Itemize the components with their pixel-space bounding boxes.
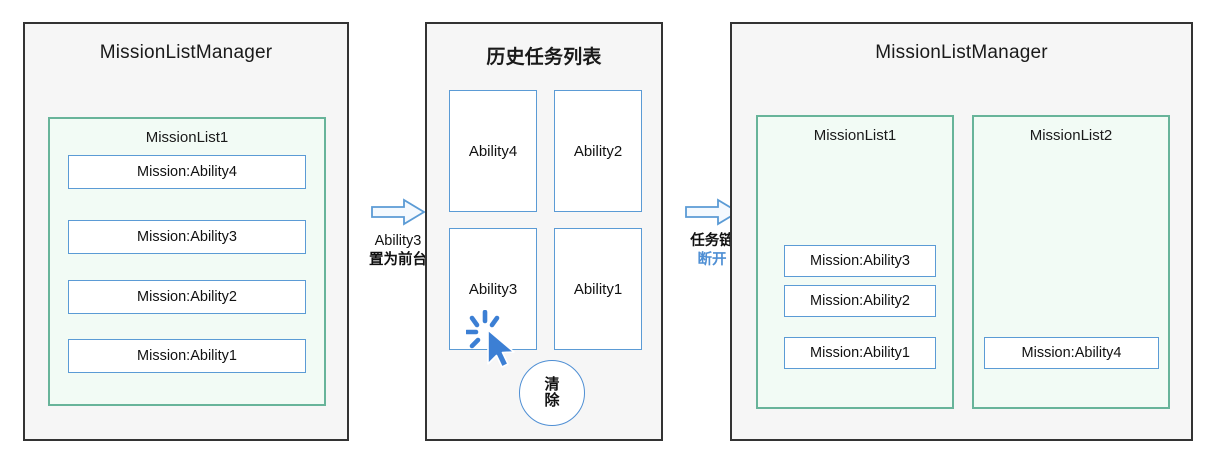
transition-step-1-label: Ability3 置为前台 (350, 232, 446, 270)
transition-step-2: 任务链 断开 (664, 198, 760, 270)
transition-step-1: Ability3 置为前台 (350, 198, 446, 270)
transition-step-1-line2: 置为前台 (369, 252, 427, 269)
panel-right-title: MissionListManager (875, 42, 1048, 63)
right-arrow-icon (371, 198, 426, 226)
mission-item[interactable]: Mission:Ability1 (784, 337, 936, 369)
clear-button-line1: 清 (544, 376, 560, 394)
panel-left-title: MissionListManager (99, 42, 273, 63)
mission-item[interactable]: Mission:Ability2 (784, 285, 936, 317)
mission-item[interactable]: Mission:Ability4 (984, 337, 1159, 369)
ability-card[interactable]: Ability1 (554, 228, 642, 350)
transition-step-2-line2: 断开 (697, 252, 727, 269)
ability-card-selected[interactable]: Ability3 (449, 228, 537, 350)
transition-step-2-line1: 任务链 (690, 233, 734, 249)
mission-item[interactable]: Mission:Ability2 (68, 280, 306, 314)
panel-middle-title: 历史任务列表 (486, 47, 602, 68)
mission-list-1-before-title: MissionList1 (145, 129, 229, 146)
transition-step-2-label: 任务链 断开 (664, 232, 760, 270)
mission-item[interactable]: Mission:Ability3 (784, 245, 936, 277)
mission-list-2-after-title: MissionList2 (1029, 127, 1113, 144)
right-arrow-icon (685, 198, 740, 226)
ability-card[interactable]: Ability2 (554, 90, 642, 212)
ability-card[interactable]: Ability4 (449, 90, 537, 212)
clear-button-line2: 除 (544, 392, 560, 409)
mission-item[interactable]: Mission:Ability1 (68, 339, 306, 373)
mission-list-1-after-title: MissionList1 (813, 127, 897, 144)
mission-item[interactable]: Mission:Ability4 (68, 155, 306, 189)
transition-step-1-line1: Ability3 (374, 233, 422, 249)
mission-item[interactable]: Mission:Ability3 (68, 220, 306, 254)
clear-button[interactable]: 清 除 (519, 360, 585, 426)
